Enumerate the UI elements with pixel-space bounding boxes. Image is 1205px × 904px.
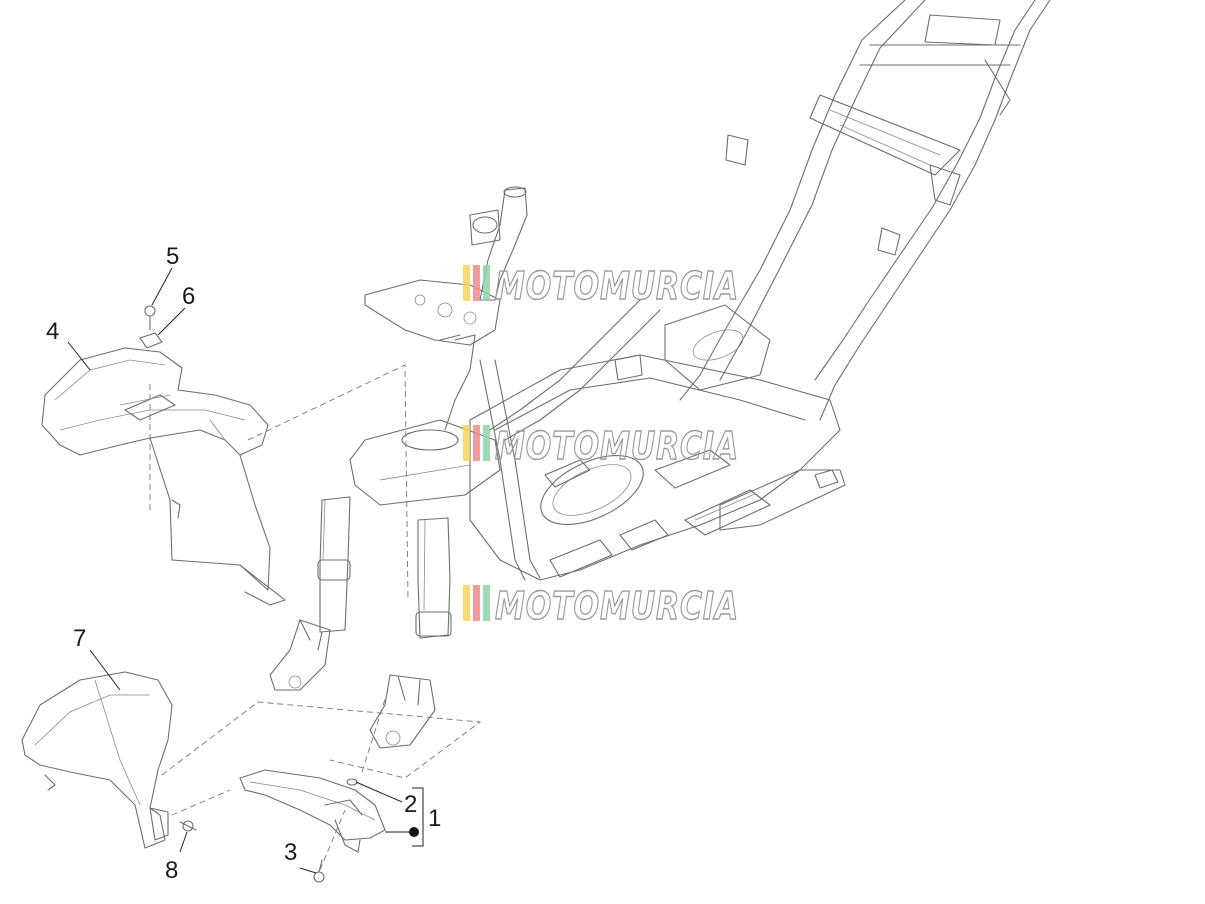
callout-2: 2 bbox=[404, 791, 417, 818]
watermark-stripe bbox=[473, 585, 480, 621]
callout-7: 7 bbox=[73, 625, 86, 652]
callout-8: 8 bbox=[165, 857, 178, 884]
watermark-text: MOTOMURCIA bbox=[495, 584, 739, 628]
watermark-stripe bbox=[473, 425, 480, 461]
callout-leaders bbox=[67, 267, 424, 874]
callout-4: 4 bbox=[46, 318, 59, 345]
callout-1: 1 bbox=[428, 805, 441, 832]
watermark-stripe bbox=[463, 585, 470, 621]
assembly-guide-lines bbox=[149, 364, 482, 871]
part-4-wheel-housing bbox=[41, 347, 286, 606]
watermark-stripe bbox=[463, 265, 470, 301]
part-3-screw bbox=[313, 859, 325, 883]
scooter-frame bbox=[364, 0, 1051, 581]
callout-dot bbox=[409, 827, 419, 837]
callout-5: 5 bbox=[166, 243, 179, 270]
watermark-logo-3: MOTOMURCIA bbox=[463, 583, 739, 629]
watermark-stripe bbox=[483, 265, 490, 301]
watermark-stripe bbox=[473, 265, 480, 301]
callout-6: 6 bbox=[182, 283, 195, 310]
front-fork-assembly bbox=[269, 186, 528, 749]
part-8-screw bbox=[179, 820, 197, 832]
watermark-logo-2: MOTOMURCIA bbox=[463, 423, 739, 469]
watermark-stripe bbox=[463, 425, 470, 461]
watermark-text: MOTOMURCIA bbox=[495, 264, 739, 308]
part-5-screw bbox=[144, 305, 156, 331]
watermark-stripe bbox=[483, 425, 490, 461]
watermark-stripe bbox=[483, 585, 490, 621]
callout-3: 3 bbox=[284, 839, 297, 866]
part-7-front-mudguard bbox=[21, 671, 173, 849]
part-2-clip bbox=[346, 778, 358, 786]
part-6-clip bbox=[139, 332, 163, 349]
part-1-splash-guard bbox=[239, 769, 386, 853]
watermark-text: MOTOMURCIA bbox=[495, 424, 739, 468]
watermark-logo-1: MOTOMURCIA bbox=[463, 263, 739, 309]
